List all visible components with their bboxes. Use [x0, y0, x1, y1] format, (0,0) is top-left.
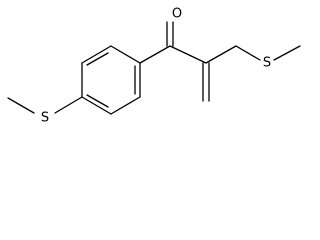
ring-bond — [110, 96, 141, 115]
ring-bond — [110, 45, 141, 64]
ring-double-bond-inner — [86, 94, 109, 108]
bond — [54, 96, 83, 114]
ketone-group: O — [139, 7, 184, 64]
chemical-structure-diagram: S O S — [7, 7, 301, 126]
ring-bond — [81, 45, 112, 64]
carbonyl-oxygen-label: O — [172, 7, 182, 22]
aryl-sulfur-label: S — [41, 111, 49, 126]
ring-double-bond-inner — [86, 52, 109, 66]
allyl-sulfur-label: S — [263, 56, 271, 71]
aryl-methylthio-group: S — [7, 96, 83, 126]
bond — [205, 45, 237, 64]
bond — [273, 45, 301, 61]
ring-bond — [81, 96, 112, 115]
methylene-alkene-group — [169, 45, 210, 102]
bond — [235, 45, 261, 61]
bond — [7, 97, 35, 114]
bond — [169, 45, 207, 64]
bond — [139, 45, 171, 64]
benzene-ring — [81, 45, 141, 115]
allyl-methylthio-group: S — [205, 45, 301, 71]
